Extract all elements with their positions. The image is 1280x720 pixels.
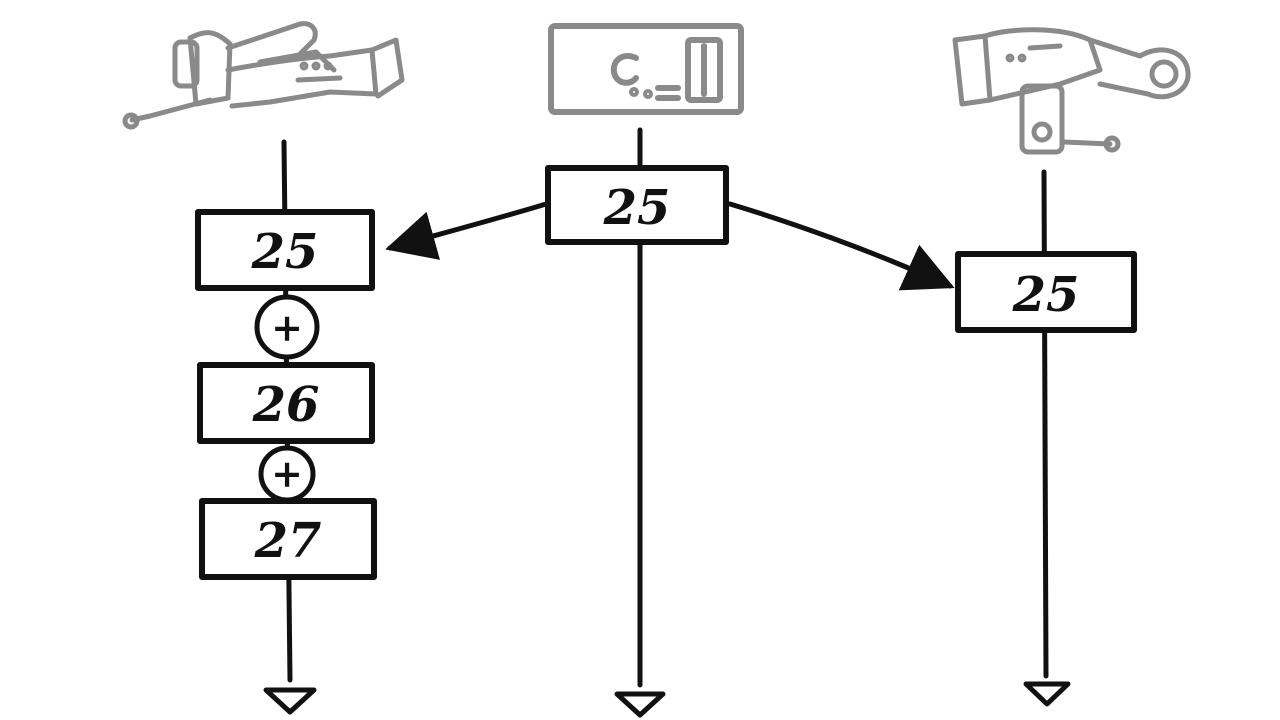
left-timeline-end-marker (263, 687, 317, 715)
left-value: 26 (252, 377, 320, 433)
plus-symbol: + (271, 451, 303, 496)
center-value-box (545, 165, 729, 245)
camera-icon (122, 21, 405, 130)
plus-symbol: + (271, 305, 303, 350)
left-value-box (199, 498, 377, 580)
left-value-box (197, 362, 375, 444)
plus-operator (258, 445, 316, 503)
right-timeline-end-marker (1023, 681, 1071, 707)
left-value: 27 (254, 513, 322, 569)
arrow-to-left (385, 201, 549, 260)
right-timeline (1041, 169, 1049, 679)
left-value-box (195, 209, 375, 291)
right-value: 25 (1012, 267, 1080, 323)
arrow-to-right (727, 201, 955, 291)
camcorder-icon (952, 27, 1191, 155)
center-timeline-end-marker (614, 691, 666, 718)
plus-operator (254, 294, 320, 360)
center-value: 25 (603, 180, 671, 236)
controller-icon (548, 23, 744, 115)
left-value: 25 (251, 224, 319, 280)
right-value-box (955, 251, 1137, 333)
